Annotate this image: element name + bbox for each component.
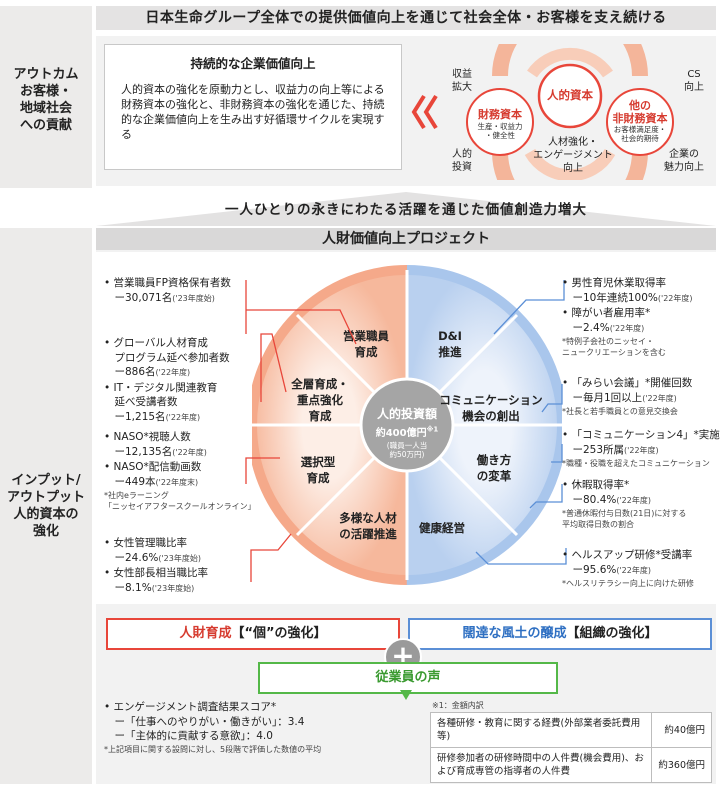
financial-capital-circle: 財務資本 生産・収益力・健全性 — [477, 108, 523, 140]
segment-health: 健康経営 — [419, 521, 465, 535]
down-arrow-icon — [400, 690, 412, 700]
label-invest: 人的投資 — [452, 149, 472, 173]
cost-value: 約40億円 — [651, 712, 712, 748]
outcome-side-panel — [0, 6, 92, 188]
outcome-side-label: アウトカムお客様・地域社会への貢献 — [13, 67, 79, 133]
connector-lines — [245, 280, 567, 582]
label-engagement: 人材強化・エンゲージメント向上 — [533, 137, 613, 174]
project-title: 人財価値向上プロジェクト — [96, 228, 716, 250]
cost-item: 研修参加者の研修時間中の人件費(機会費用)、および育成専管の指導者の人件費 — [429, 747, 653, 783]
stat-childcare-disability: • 男性育児休業取得率 ー10年連続100%('22年度) • 障がい者雇用率*… — [562, 277, 693, 357]
stat-female-managers: • 女性管理職比率 ー24.6%('23年度始) • 女性部長相当職比率 ー8.… — [104, 537, 209, 594]
segment-all-layer-training: 全層育成・重点強化育成 — [291, 377, 349, 423]
label-appeal: 企業の魅力向上 — [664, 149, 704, 173]
bar-individual: 人財育成【“個”の強化】 — [106, 618, 400, 650]
cost-table: 各種研修・教育に関する経費(外部業者委託費用等) 約40億円 研修参加者の研修時… — [429, 712, 712, 783]
investment-wheel — [252, 265, 562, 585]
stat-naso: • NASO*視聴人数 ー12,135名('22年度) • NASO*配信動画数… — [104, 431, 256, 511]
other-nonfinancial-circle: 他の非財務資本 お客様満足度・社会的期待 — [612, 99, 668, 143]
segment-communication: コミュニケーション機会の創出 — [439, 393, 543, 423]
table-row: 各種研修・教育に関する経費(外部業者委託費用等) 約40億円 — [429, 712, 712, 748]
top-banner: 日本生命グループ全体での提供価値向上を通じて社会全体・お客様を支え続ける — [96, 6, 716, 30]
cycle-diagram — [466, 44, 674, 180]
cost-value: 約360億円 — [651, 747, 712, 783]
engagement-score: • エンゲージメント調査結果スコア* ー「仕事へのやりがい・働きがい」：3.4 … — [104, 701, 322, 754]
stat-fp-holders: • 営業職員FP資格保有者数 ー30,071名('23年度始) — [104, 277, 231, 304]
up-arrow-icon — [96, 192, 716, 226]
label-profit: 収益拡大 — [452, 69, 472, 93]
chevrons-icon — [411, 94, 438, 130]
investment-center: 人的投資額 約400億円※1 (職員一人当約50万円) — [375, 407, 439, 459]
bar-organization: 闊達な風土の醸成【組織の強化】 — [408, 618, 712, 650]
input-side-panel — [0, 228, 92, 784]
segment-diversity: 多様な人材の活躍推進 — [339, 511, 397, 541]
value-box-title: 持続的な企業価値向上 — [190, 56, 316, 71]
mid-banner: 一人ひとりの永きにわたる活躍を通じた価値創造力増大 — [224, 202, 588, 218]
cost-item: 各種研修・教育に関する経費(外部業者委託費用等) — [429, 712, 653, 748]
stat-global-it: • グローバル人材育成 プログラム延べ参加者数 ー886名('22年度) • I… — [104, 337, 230, 423]
table-row: 研修参加者の研修時間中の人件費(機会費用)、および育成専管の指導者の人件費 約3… — [429, 747, 712, 783]
stat-communication4: • 「コミュニケーション4」*実施 ー253所属('22年度) *職種・役職を超… — [562, 429, 720, 468]
value-box-body: 人的資本の強化を原動力とし、収益力の向上等による財務資本の強化と、非財務資本の強… — [121, 83, 385, 141]
value-box: 持続的な企業価値向上 人的資本の強化を原動力とし、収益力の向上等による財務資本の… — [104, 44, 402, 170]
segment-selective-training: 選択型育成 — [300, 455, 336, 485]
segment-workstyle: 働き方の変革 — [476, 453, 512, 483]
stat-leave-rate: • 休暇取得率* ー80.4%('22年度) *普通休暇付与日数(21日)に対す… — [562, 479, 687, 529]
cost-caption: ※1：金額内訳 — [432, 701, 484, 710]
stat-healthup: • ヘルスアップ研修*受講率 ー95.6%('22年度) *ヘルスリテラシー向上… — [562, 549, 694, 588]
human-capital-circle: 人的資本 — [547, 88, 593, 102]
input-side-label: インプット/アウトプット人的資本の強化 — [6, 473, 85, 539]
stat-mirai-meeting: • 「みらい会議」*開催回数 ー毎月1回以上('22年度) *社長と若手職員との… — [562, 377, 693, 416]
